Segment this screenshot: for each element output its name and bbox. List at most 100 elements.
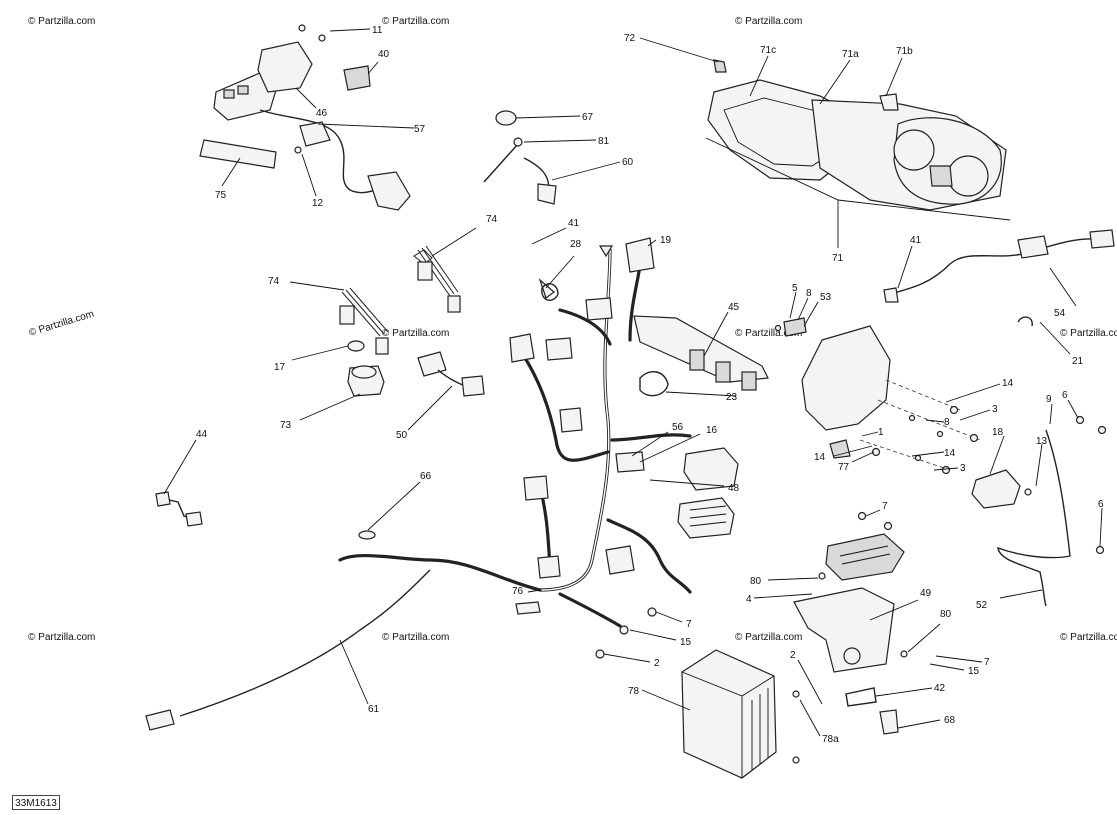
callout-74: 74 <box>268 276 280 287</box>
bolt <box>871 447 881 457</box>
lanyard-clip <box>413 249 433 265</box>
bolt <box>1075 415 1085 425</box>
callout-68: 68 <box>944 715 956 726</box>
callout-16: 16 <box>706 425 718 436</box>
callout-71: 71 <box>832 253 844 264</box>
harness-connector <box>625 237 655 273</box>
callout-71c: 71c <box>760 45 776 56</box>
relay-upper <box>683 447 739 491</box>
callout-71a: 71a <box>842 49 859 60</box>
nut-7 <box>647 607 657 617</box>
harness-connector <box>509 333 535 363</box>
watermark-text: © Partzilla.com <box>1060 328 1117 339</box>
callout-8: 8 <box>806 288 812 299</box>
ecm-screw <box>792 690 800 698</box>
bolt <box>949 405 959 415</box>
cable-52 <box>997 429 1071 607</box>
harness-54-wire <box>889 238 1105 295</box>
regulator-body <box>825 533 905 581</box>
ecm-bracket <box>774 317 1107 475</box>
dess-post <box>347 340 385 397</box>
callout-1: 1 <box>878 427 884 438</box>
callout-9: 9 <box>1046 394 1052 405</box>
plug-66 <box>358 530 376 540</box>
fuse-rail <box>633 315 769 383</box>
watermark-text: © Partzilla.com <box>735 16 802 27</box>
callout-15: 15 <box>968 666 980 677</box>
callout-7: 7 <box>882 501 888 512</box>
relay-body <box>683 447 739 491</box>
bracket-clip <box>783 317 807 337</box>
ecm-body <box>681 649 777 779</box>
callout-42: 42 <box>934 683 946 694</box>
callout-48: 48 <box>728 483 740 494</box>
switch-plug <box>367 171 411 211</box>
callout-15: 15 <box>680 637 692 648</box>
callout-80: 80 <box>940 609 952 620</box>
voltage-regulator <box>825 511 905 581</box>
grommet <box>495 110 517 126</box>
washer <box>908 414 916 422</box>
callout-61: 61 <box>368 704 380 715</box>
callout-56: 56 <box>672 422 684 433</box>
callout-6: 6 <box>1062 390 1068 401</box>
harness-54-connector <box>1089 229 1115 249</box>
callout-3: 3 <box>992 404 998 415</box>
washer <box>936 430 944 438</box>
cluster-display <box>929 165 953 187</box>
switch-clip <box>343 65 371 91</box>
fuse-box-slots <box>689 505 727 527</box>
sensor-18-body <box>971 469 1021 509</box>
callout-12: 12 <box>312 198 324 209</box>
callout-81: 81 <box>598 136 610 147</box>
washer <box>914 454 922 462</box>
fuse-holder-45 <box>633 315 769 391</box>
callout-77: 77 <box>838 462 850 473</box>
callout-7: 7 <box>984 657 990 668</box>
bracket-body <box>801 325 891 431</box>
bracket-49-hole <box>843 647 861 665</box>
callout-40: 40 <box>378 49 390 60</box>
fuse-box-body <box>677 497 735 539</box>
harness-connector <box>559 407 583 433</box>
callout-23: 23 <box>726 392 738 403</box>
callout-50: 50 <box>396 430 408 441</box>
regulator-bolt <box>883 521 893 531</box>
callout-labels: 11 40 46 57 75 12 67 81 60 72 71c 71a 71… <box>196 25 1104 745</box>
switch-button <box>223 89 235 99</box>
harness-junction <box>615 451 645 473</box>
lanyard-cord-upper <box>413 245 461 313</box>
cable-61-wire <box>179 569 431 717</box>
callout-53: 53 <box>820 292 832 303</box>
sensor-18 <box>971 469 1032 509</box>
fuse-box-lower <box>677 497 735 539</box>
loop-strap-28 <box>541 283 559 301</box>
bolt-2 <box>595 649 605 659</box>
bolt-6 <box>1095 545 1105 555</box>
fuse <box>741 371 757 391</box>
callout-2: 2 <box>654 658 660 669</box>
bolt <box>1097 425 1107 435</box>
washer <box>774 324 782 332</box>
tachometer-dial <box>893 129 935 171</box>
callout-11: 11 <box>372 25 383 36</box>
callout-72: 72 <box>624 33 636 44</box>
callout-7: 7 <box>686 619 692 630</box>
harness-branch <box>606 518 692 594</box>
callout-49: 49 <box>920 588 932 599</box>
callout-46: 46 <box>316 108 328 119</box>
callout-73: 73 <box>280 420 292 431</box>
harness-branch <box>628 264 642 342</box>
harness-connector <box>605 545 635 575</box>
ecm-edges <box>681 671 775 778</box>
cluster-bulb <box>879 93 899 111</box>
bolt <box>969 433 979 443</box>
callout-14: 14 <box>1002 378 1014 389</box>
callout-60: 60 <box>622 157 634 168</box>
ground-strap <box>155 491 203 527</box>
callout-45: 45 <box>728 302 740 313</box>
callout-19: 19 <box>660 235 672 246</box>
foam-tube <box>199 139 277 169</box>
callout-3: 3 <box>960 463 966 474</box>
regulator-bracket <box>793 572 908 673</box>
